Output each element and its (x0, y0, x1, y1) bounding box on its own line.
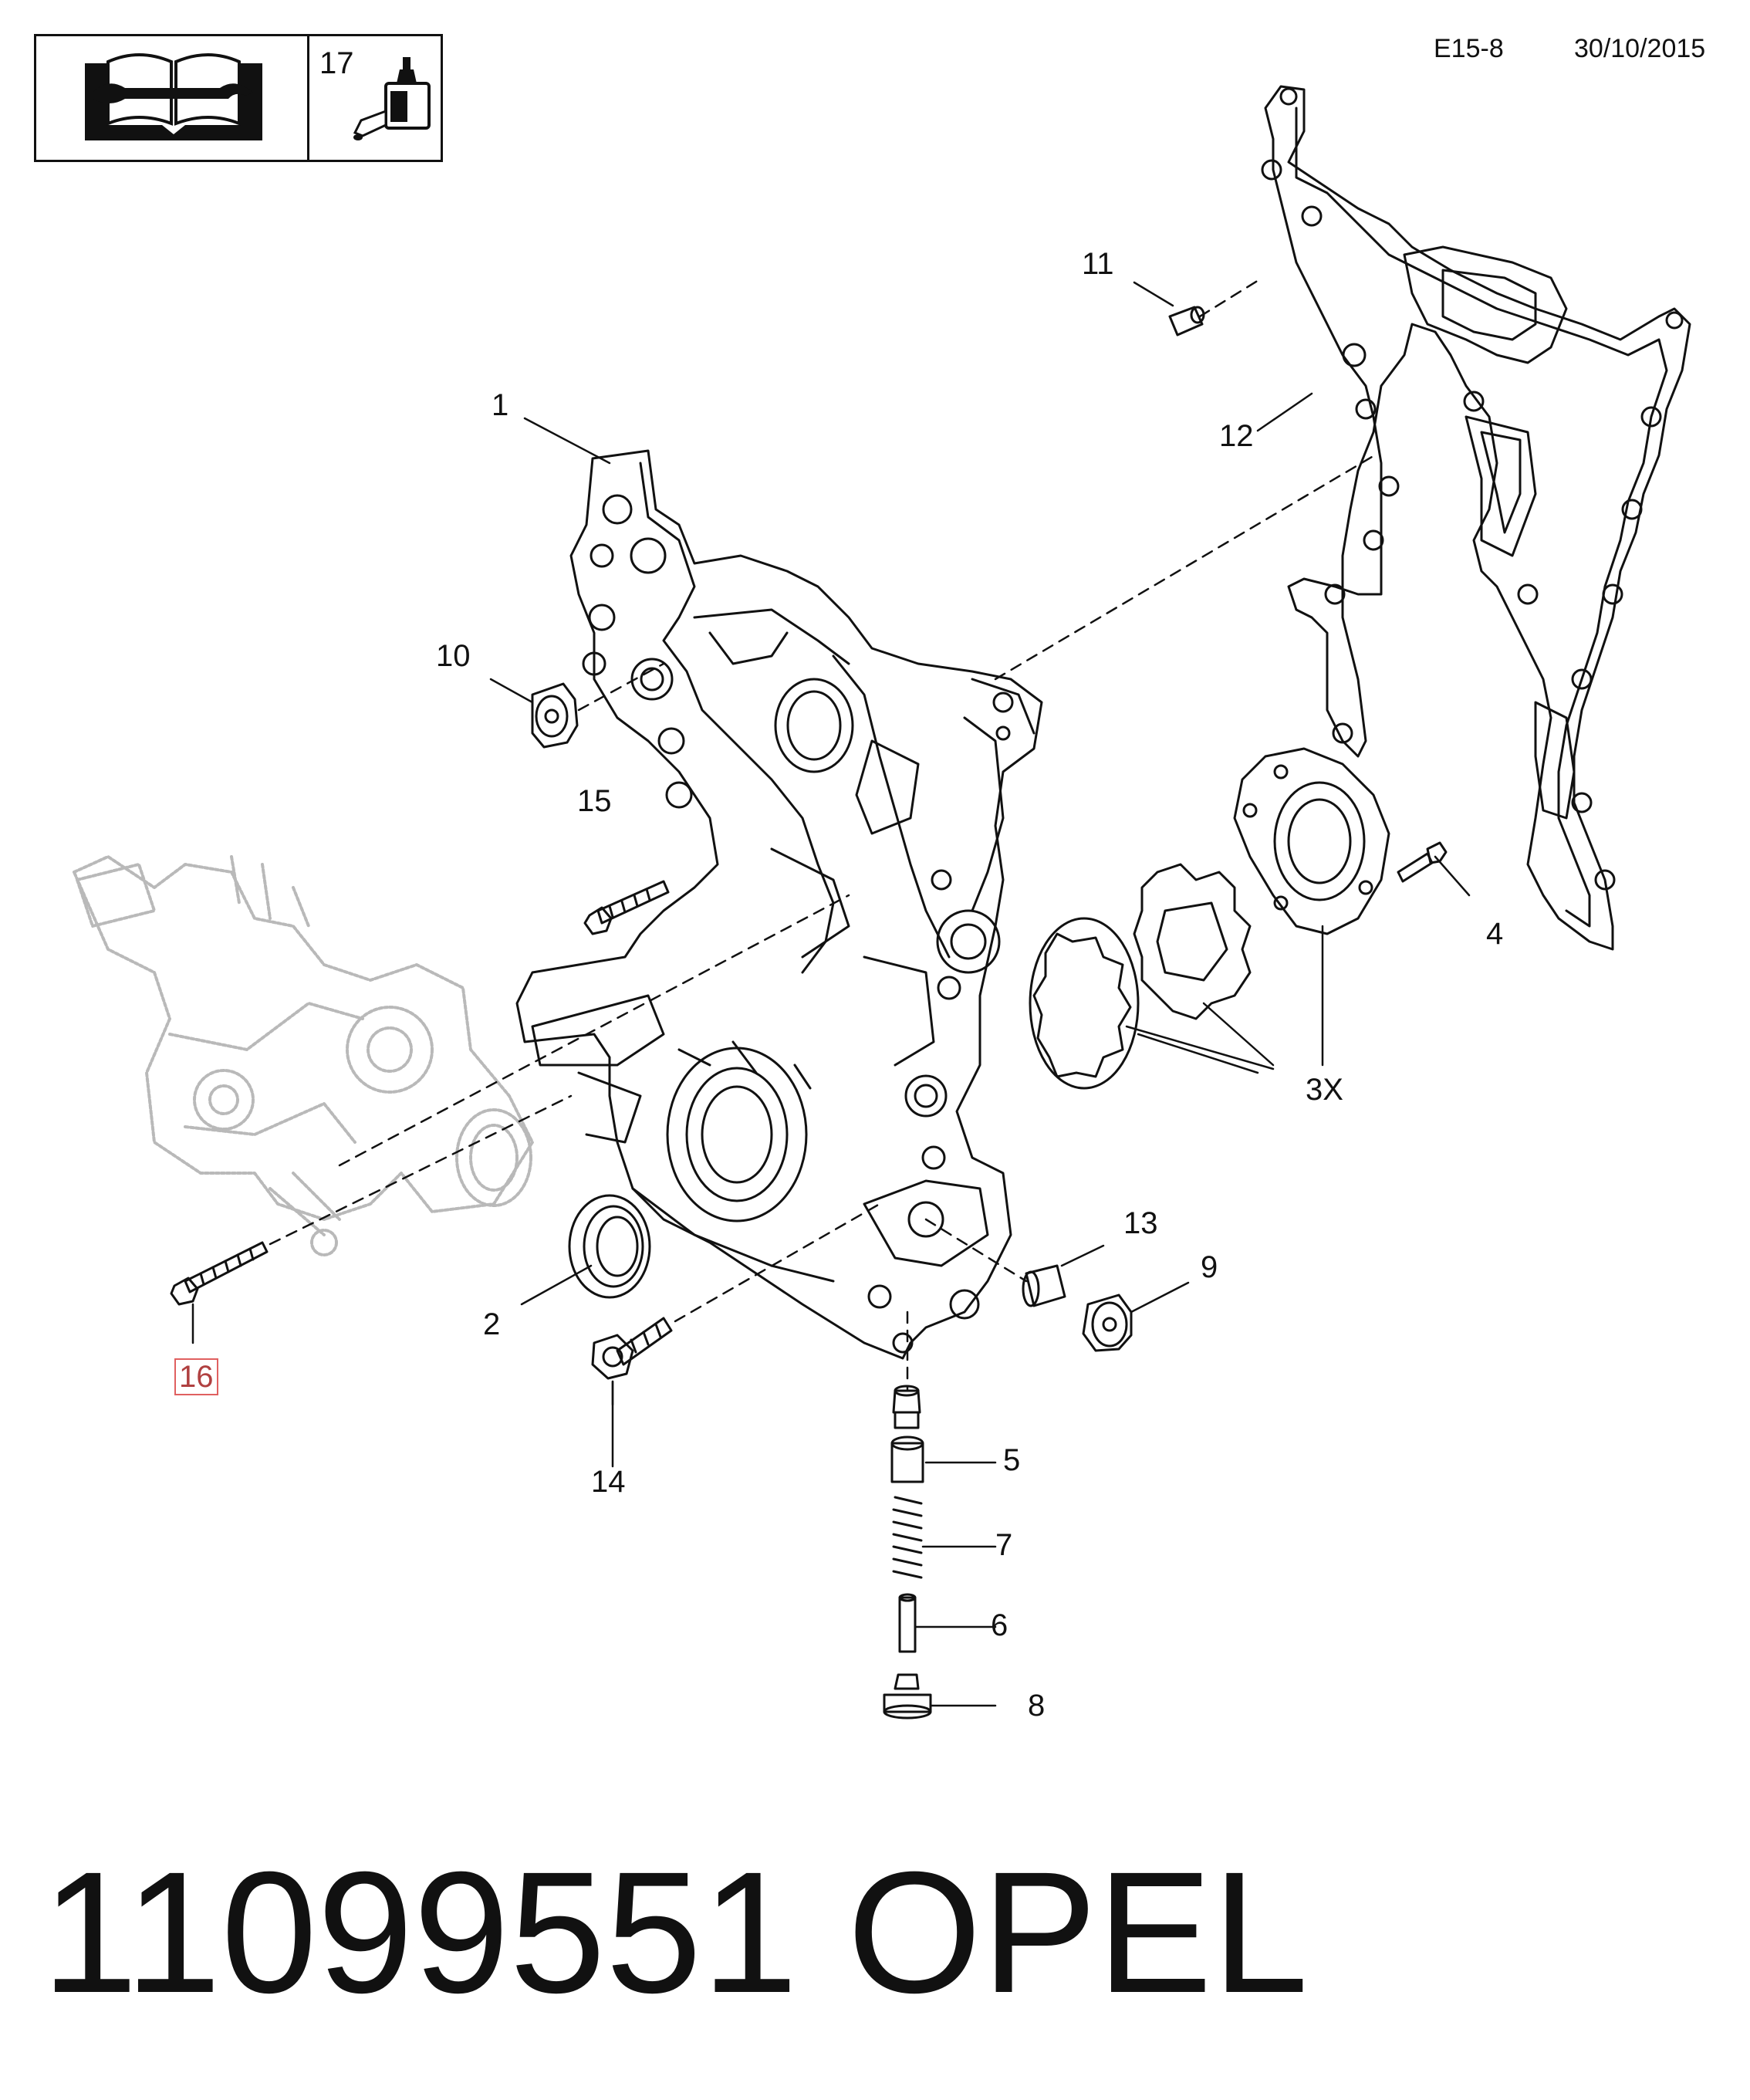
plug-9 (1082, 1293, 1133, 1352)
callout-7: 7 (995, 1528, 1013, 1562)
exploded-parts-diagram (73, 85, 1691, 1720)
bolt-14 (591, 1317, 673, 1380)
pump-cover-plate (1233, 747, 1390, 935)
plug-10 (531, 682, 579, 749)
callout-13: 13 (1123, 1206, 1158, 1240)
callout-14: 14 (591, 1465, 626, 1499)
callout-5: 5 (1003, 1443, 1021, 1477)
manual-wrench-icon (85, 53, 262, 140)
page-code: E15-8 (1434, 34, 1504, 63)
callout-16-highlighted: 16 (174, 1358, 218, 1395)
front-cover-housing (515, 449, 1043, 1360)
water-pump-ghost (73, 855, 534, 1256)
callout-2: 2 (483, 1307, 501, 1341)
callout-4: 4 (1486, 917, 1504, 951)
outer-rotor (1029, 917, 1140, 1090)
sealant-bottle-icon (353, 57, 431, 140)
callout-10: 10 (436, 639, 471, 673)
callout-8: 8 (1028, 1689, 1046, 1723)
crankshaft-seal (568, 1194, 651, 1299)
gasket-outline (1261, 85, 1691, 951)
bolt-4 (1397, 841, 1448, 883)
adhesive-ref-number: 17 (319, 46, 354, 80)
brand-name: OPEL (847, 1836, 1309, 2029)
callout-3x: 3X (1306, 1073, 1343, 1107)
part-number: 11099551 (42, 1836, 798, 2029)
alignment-lines (269, 276, 1373, 1391)
relief-valve-stack (883, 1385, 932, 1720)
legend-divider (307, 34, 309, 162)
inner-rotor (1133, 863, 1252, 1020)
callout-1: 1 (492, 388, 509, 422)
dowel-pin-11 (1168, 306, 1205, 336)
leader-lines (191, 281, 1471, 1707)
diagram-date: 30/10/2015 (1574, 34, 1706, 63)
callout-6: 6 (991, 1608, 1008, 1642)
callout-9: 9 (1201, 1250, 1218, 1284)
legend-box (34, 34, 443, 162)
callout-12: 12 (1219, 419, 1254, 453)
callout-15: 15 (577, 784, 612, 818)
callout-11: 11 (1082, 247, 1114, 281)
bolt-15 (583, 880, 670, 935)
sleeve-13 (1022, 1264, 1066, 1307)
bolt-16 (170, 1241, 269, 1306)
